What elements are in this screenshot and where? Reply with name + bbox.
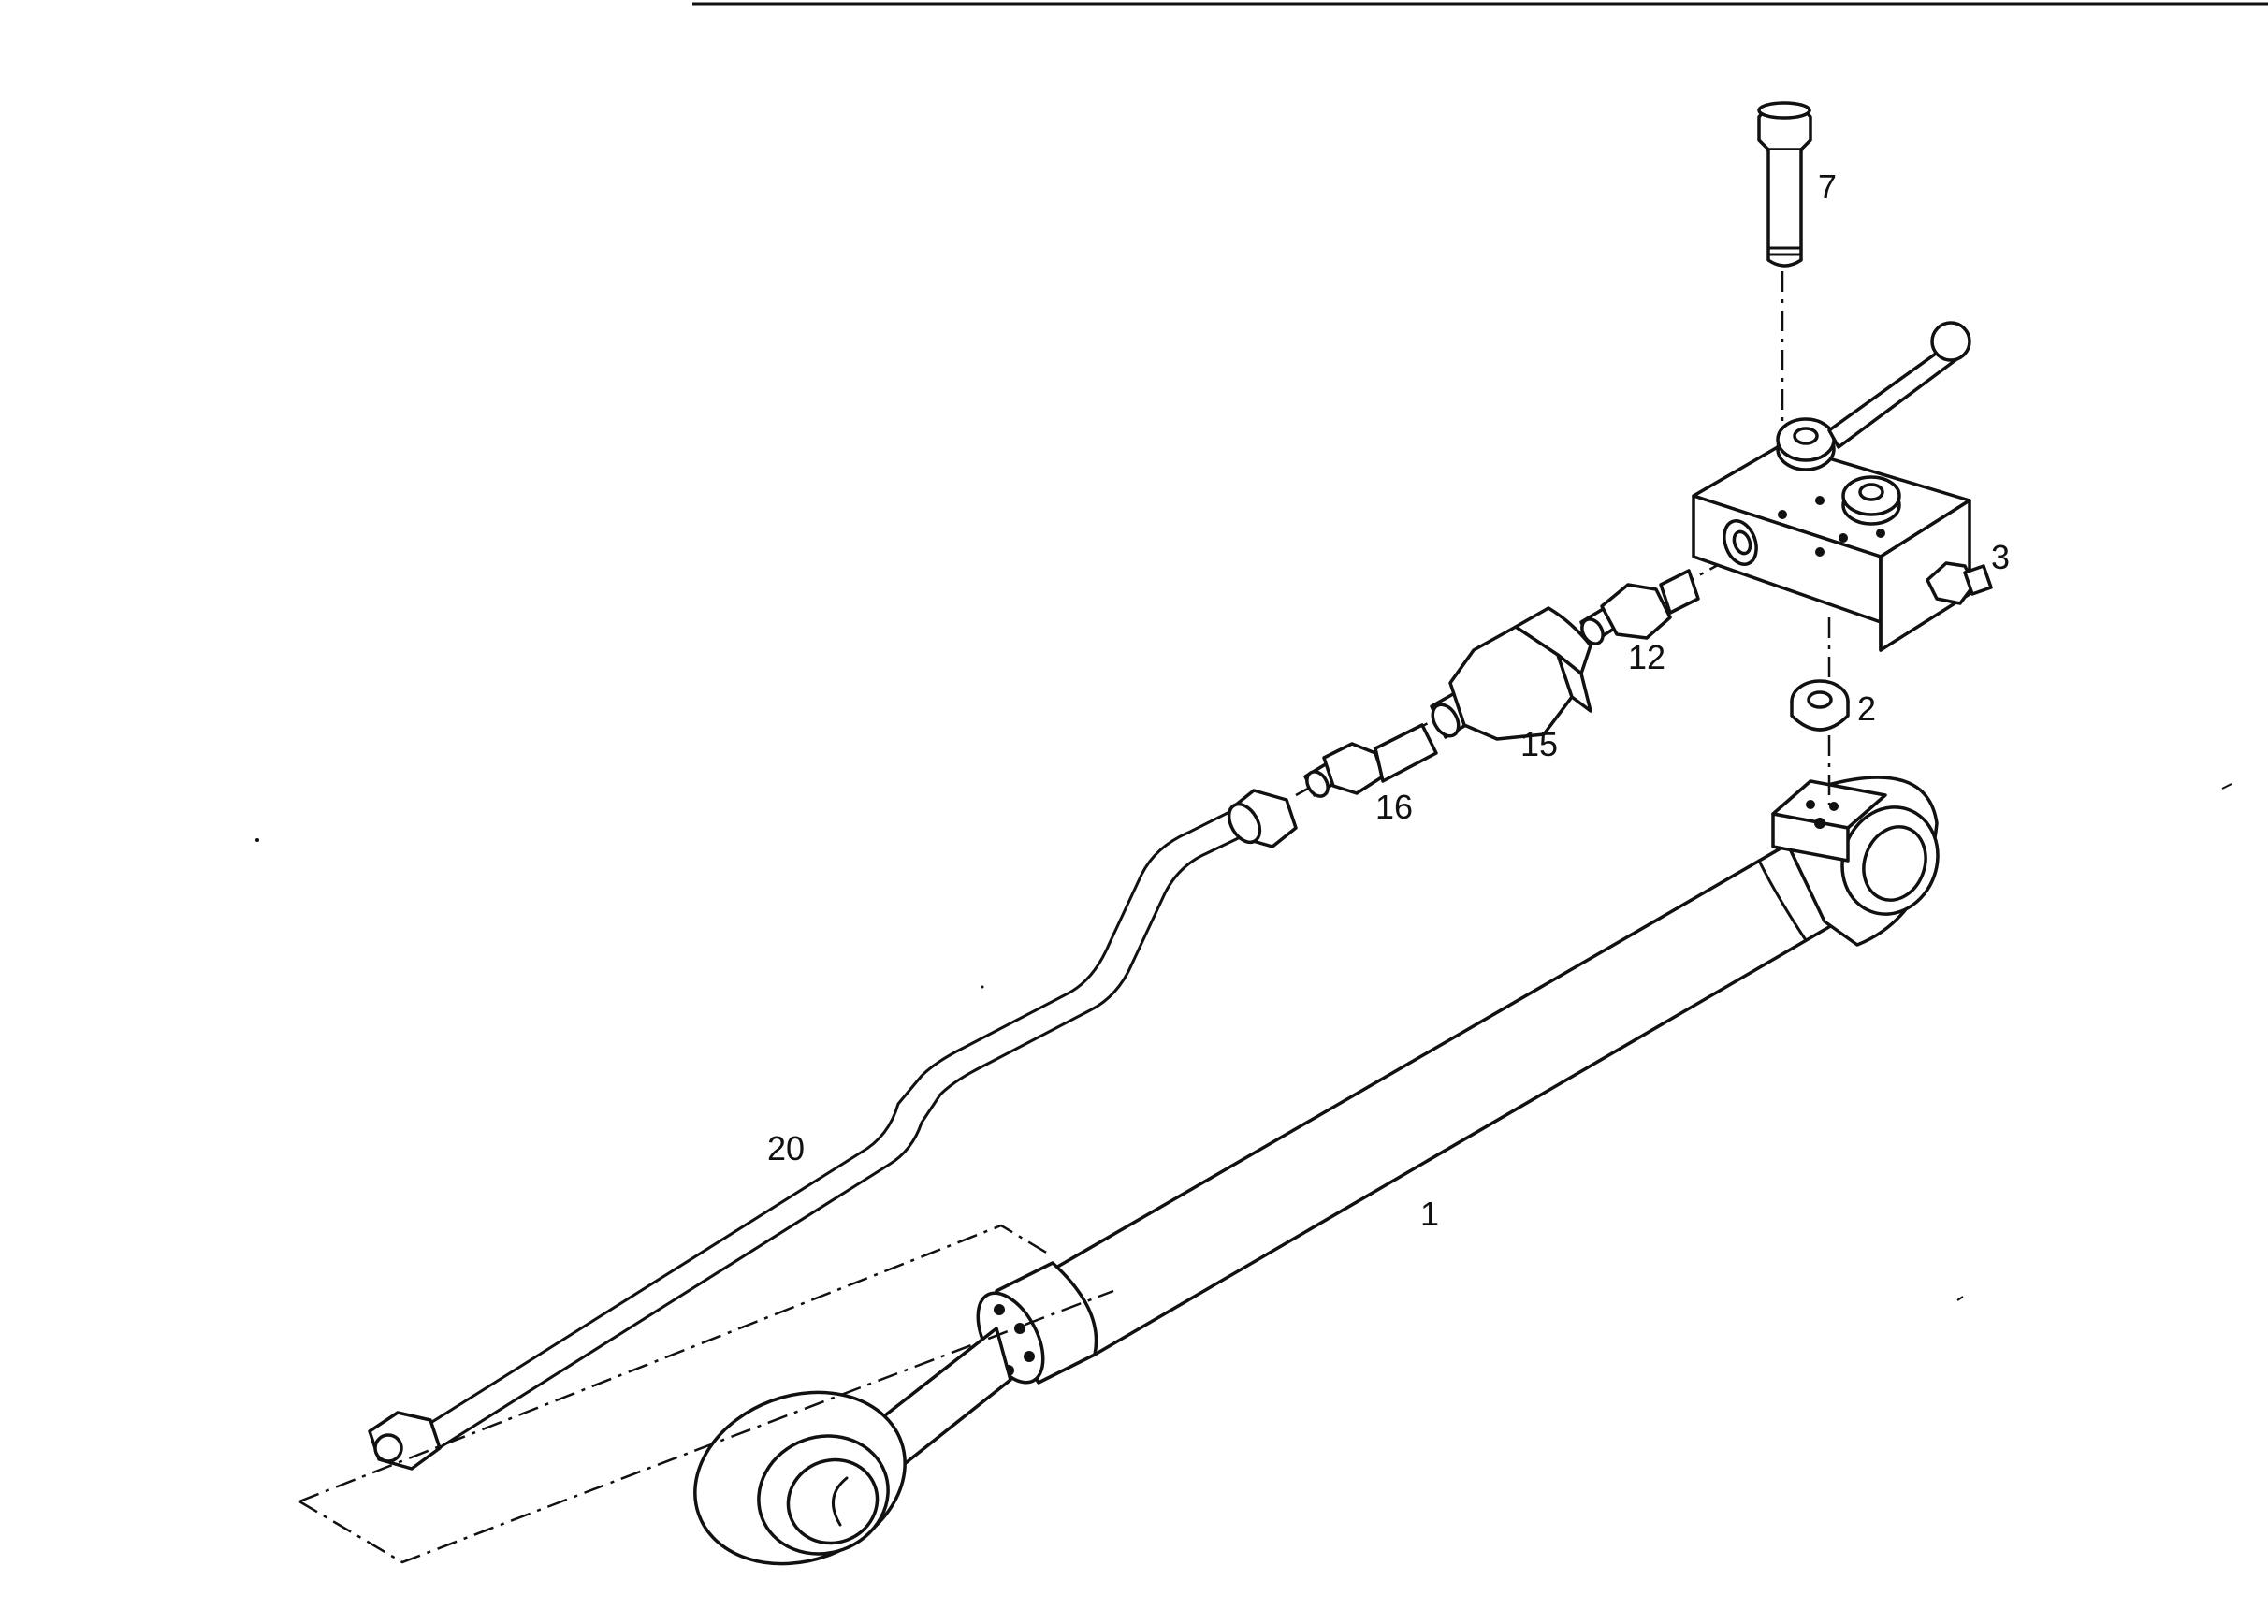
- scan-dot: [981, 985, 984, 989]
- callout-adapter-12: 12: [1628, 638, 1665, 676]
- seal-ring: [1790, 679, 1850, 732]
- adapter-12: [1579, 569, 1700, 645]
- hydraulic-cylinder: [693, 776, 1940, 1566]
- callout-bolt: 7: [1818, 167, 1837, 206]
- valve-block: [1692, 321, 1993, 652]
- callout-adapter-16: 16: [1375, 788, 1413, 826]
- scan-mark: [2221, 783, 2232, 790]
- callout-adapter-15: 15: [1520, 725, 1558, 763]
- bolt: [1757, 101, 1812, 268]
- hydraulic-pipe: [368, 789, 1298, 1471]
- scan-mark: [1956, 1296, 1964, 1301]
- adapter-16: [1303, 723, 1438, 798]
- callout-pipe: 20: [767, 1129, 805, 1167]
- scan-dot: [255, 838, 259, 842]
- callout-cylinder: 1: [1420, 1195, 1439, 1233]
- callout-valve-block: 3: [1991, 538, 2010, 576]
- callout-seal-ring: 2: [1857, 689, 1876, 728]
- fitting-15: [1430, 606, 1592, 741]
